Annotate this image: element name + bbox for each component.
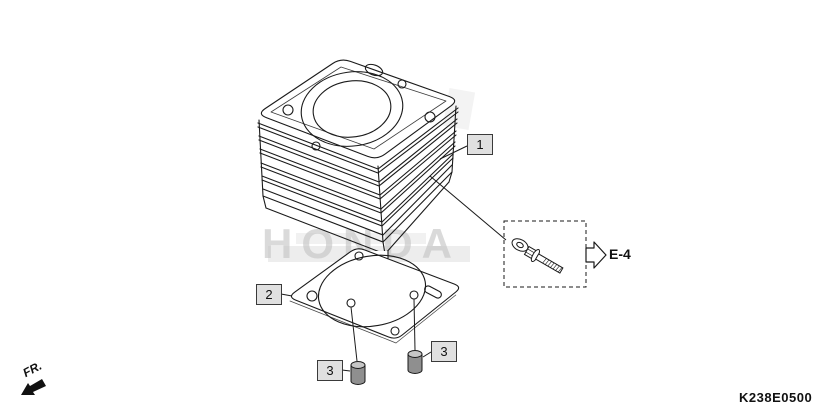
leader-lines: [280, 145, 507, 372]
callout-2: 2: [256, 284, 282, 305]
bolt-hole: [397, 79, 407, 89]
cooling-fins: [257, 107, 459, 236]
gasket-slot: [424, 285, 442, 299]
dowel-pin-right: [407, 350, 423, 374]
callout-1: 1: [467, 134, 493, 155]
bolt-hole: [311, 141, 321, 151]
gasket-hole: [306, 290, 318, 302]
cylinder-illustration: [257, 59, 459, 270]
bolt-hole: [424, 111, 436, 123]
e4-arrow-icon: [585, 241, 607, 269]
fr-arrow-icon: [21, 379, 46, 395]
bolt-hole: [282, 104, 294, 116]
bolt-reference-dashed-box: [503, 220, 587, 288]
gasket-hole: [390, 326, 400, 336]
gasket-hole: [354, 251, 364, 261]
watermark-noise-band: [296, 233, 426, 244]
callout-3-left: 3: [317, 360, 343, 381]
part-code: K238E0500: [739, 390, 813, 405]
callout-3-right: 3: [431, 341, 457, 362]
e4-reference-label: E-4: [609, 246, 631, 262]
oil-passage-slot: [364, 63, 384, 77]
dowel-pin-left: [350, 361, 366, 385]
bolt-illustration: [523, 245, 564, 274]
gasket-illustration: [289, 248, 460, 344]
